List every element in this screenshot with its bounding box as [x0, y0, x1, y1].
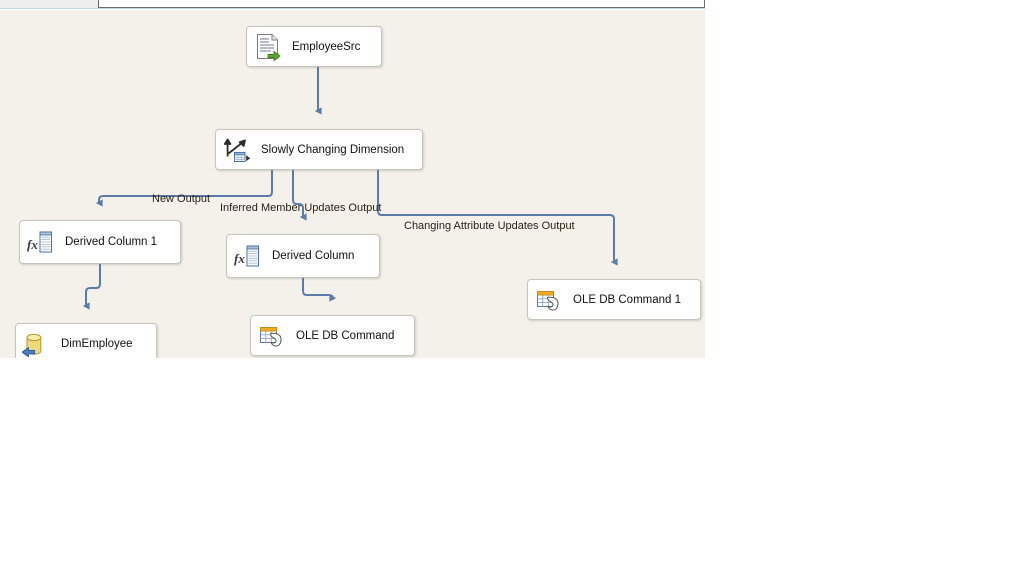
node-label: DimEmployee — [61, 338, 133, 350]
derived-column-icon: fx — [233, 241, 263, 271]
node-label: OLE DB Command — [296, 329, 395, 342]
node-ole-db-command[interactable]: OLE DB Command — [250, 315, 415, 356]
slowly-changing-dimension-icon — [222, 135, 252, 165]
flat-file-source-icon — [253, 32, 283, 62]
node-slowly-changing-dimension[interactable]: Slowly Changing Dimension — [215, 129, 423, 170]
node-derived-column-1[interactable]: fx Derived Column 1 — [19, 220, 181, 264]
node-derived-column[interactable]: fx Derived Column — [226, 234, 380, 278]
connector-label-new-output: New Output — [152, 193, 211, 205]
ole-db-command-icon — [257, 321, 287, 351]
svg-text:fx: fx — [27, 237, 38, 252]
node-label: EmployeeSrc — [292, 40, 361, 53]
data-flow-canvas[interactable]: New Output Inferred Member Updates Outpu… — [0, 10, 705, 358]
node-label: OLE DB Command 1 — [573, 293, 682, 306]
connector-label-changing-attribute-updates-output: Changing Attribute Updates Output — [404, 220, 575, 232]
toolbar-strip — [0, 0, 705, 9]
node-label: Derived Column — [272, 250, 355, 262]
svg-text:fx: fx — [234, 251, 245, 266]
derived-column-icon: fx — [26, 227, 56, 257]
node-ole-db-command-1[interactable]: OLE DB Command 1 — [527, 279, 701, 320]
connector-changing-attribute-updates-output[interactable] — [377, 160, 618, 266]
node-label: Derived Column 1 — [65, 236, 158, 248]
connector-derived-column-1-to-dim-employee[interactable] — [82, 264, 101, 310]
node-label: Slowly Changing Dimension — [261, 143, 405, 156]
node-employee-src[interactable]: EmployeeSrc — [246, 26, 382, 67]
ole-db-destination-icon — [22, 329, 52, 358]
connector-label-inferred-member-updates-output: Inferred Member Updates Output — [220, 202, 382, 214]
ole-db-command-icon — [534, 285, 564, 315]
node-dim-employee[interactable]: DimEmployee — [15, 323, 157, 358]
toolbar-text-field[interactable] — [98, 0, 705, 8]
connector-derived-column-to-ole-db-command[interactable] — [302, 278, 337, 302]
